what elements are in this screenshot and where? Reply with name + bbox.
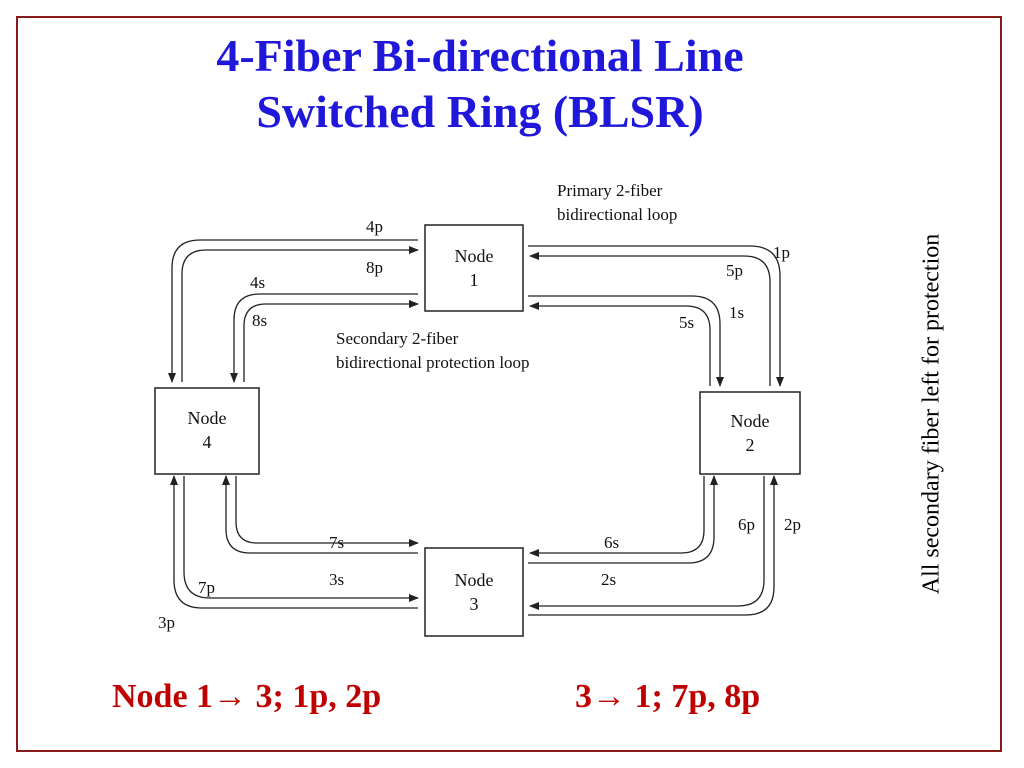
node-4: Node 4	[154, 387, 260, 475]
primary-loop-note-line2: bidirectional loop	[557, 205, 677, 224]
secondary-loop-note-line1: Secondary 2-fiber	[336, 329, 459, 348]
fiber-2p	[528, 475, 778, 616]
fiber-8s	[243, 300, 419, 382]
fiber-3s	[222, 475, 418, 554]
node-2-number: 2	[746, 435, 755, 455]
label-4s: 4s	[250, 273, 265, 292]
node-1: Node 1	[424, 224, 524, 312]
label-7s: 7s	[329, 533, 344, 552]
label-2p: 2p	[784, 515, 801, 534]
fiber-4p	[168, 239, 418, 383]
label-1p: 1p	[773, 243, 790, 262]
title-line-2: Switched Ring (BLSR)	[256, 86, 704, 137]
slide-title: 4-Fiber Bi-directional Line Switched Rin…	[0, 28, 960, 140]
label-3s: 3s	[329, 570, 344, 589]
node-2: Node 2	[699, 391, 801, 475]
label-8p: 8p	[366, 258, 383, 277]
title-line-1: 4-Fiber Bi-directional Line	[216, 30, 744, 81]
fiber-7s	[235, 476, 419, 547]
label-7p: 7p	[198, 578, 215, 597]
node-4-number: 4	[203, 432, 212, 452]
node-2-label: Node	[731, 411, 770, 431]
fiber-6p	[529, 476, 765, 610]
fiber-1s	[528, 295, 724, 387]
label-6s: 6s	[604, 533, 619, 552]
node-3-number: 3	[470, 594, 479, 614]
node-3: Node 3	[424, 547, 524, 637]
node-1-number: 1	[470, 270, 479, 290]
label-1s: 1s	[729, 303, 744, 322]
fiber-2s	[529, 476, 705, 557]
footer-left-route: Node 1→ 3; 1p, 2p	[112, 678, 382, 715]
label-8s: 8s	[252, 311, 267, 330]
fiber-6s	[528, 475, 718, 564]
fiber-7p	[183, 476, 419, 602]
label-5s: 5s	[679, 313, 694, 332]
label-6p: 6p	[738, 515, 755, 534]
footer-right-route: 3→ 1; 7p, 8p	[575, 678, 761, 715]
node-1-label: Node	[455, 246, 494, 266]
side-note: All secondary fiber left for protection	[918, 233, 945, 595]
label-5p: 5p	[726, 261, 743, 280]
node-3-label: Node	[455, 570, 494, 590]
fiber-5p	[529, 252, 771, 386]
fiber-4s	[230, 293, 418, 383]
fiber-8p	[181, 246, 419, 382]
node-4-label: Node	[188, 408, 227, 428]
label-4p: 4p	[366, 217, 383, 236]
fiber-3p	[170, 475, 418, 609]
fiber-5s	[529, 302, 711, 386]
primary-loop-note-line1: Primary 2-fiber	[557, 181, 663, 200]
secondary-loop-note-line2: bidirectional protection loop	[336, 353, 530, 372]
label-3p: 3p	[158, 613, 175, 632]
slide-border	[16, 16, 1002, 752]
label-2s: 2s	[601, 570, 616, 589]
fiber-1p	[528, 245, 784, 387]
